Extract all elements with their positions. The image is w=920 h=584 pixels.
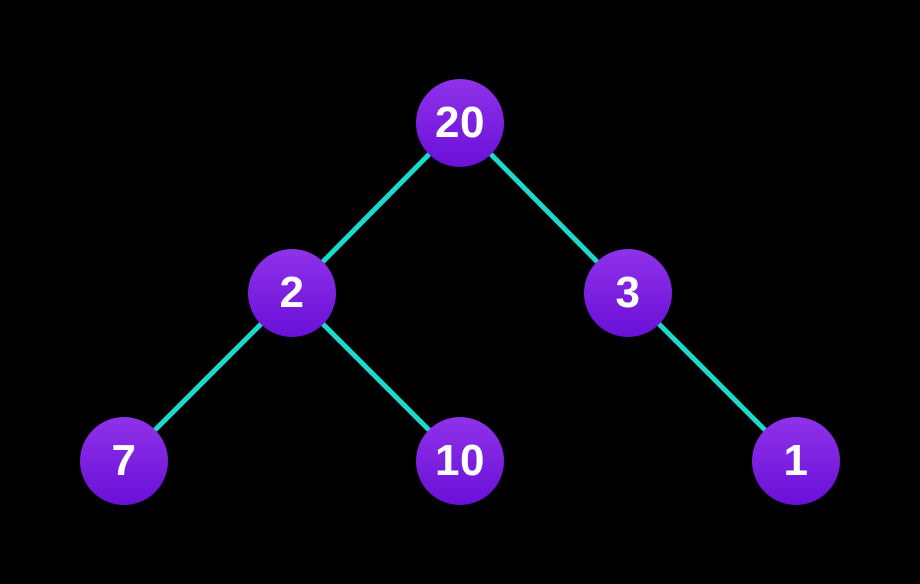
tree-node-right-right-label: 1: [783, 436, 809, 485]
tree-node-right-label: 3: [615, 268, 641, 317]
tree-node-right: 3: [584, 249, 672, 337]
tree-node-left-right-label: 10: [435, 436, 485, 485]
tree-node-left: 2: [248, 249, 336, 337]
tree-node-left-right: 10: [416, 417, 504, 505]
tree-node-left-left: 7: [80, 417, 168, 505]
tree-node-left-label: 2: [279, 268, 305, 317]
tree-node-left-left-label: 7: [111, 436, 137, 485]
tree-node-root-label: 20: [435, 98, 485, 147]
tree-node-right-right: 1: [752, 417, 840, 505]
tree-node-root: 20: [416, 79, 504, 167]
